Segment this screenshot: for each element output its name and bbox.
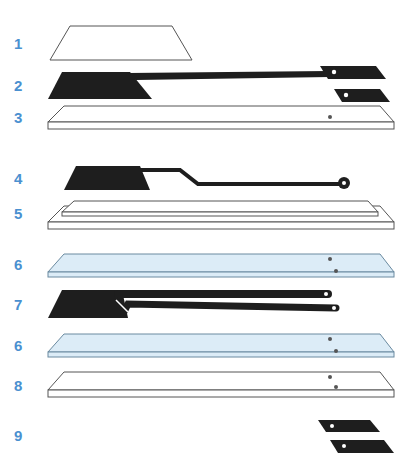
- callout-number: 4: [14, 171, 22, 186]
- dielectric-slab: [48, 254, 394, 277]
- callout-number: 5: [14, 206, 22, 221]
- spacer-slab: [48, 201, 394, 229]
- callout-number: 2: [14, 78, 22, 93]
- substrate-slab: [48, 372, 394, 397]
- callout-number: 8: [14, 378, 22, 393]
- callout-number: 9: [14, 428, 22, 443]
- callout-number: 6: [14, 257, 22, 272]
- callout-number: 1: [14, 36, 22, 51]
- callout-number: 6: [14, 338, 22, 353]
- contact-pads: [318, 420, 394, 453]
- cover-sheet: [50, 26, 192, 60]
- callout-number: 7: [14, 297, 22, 312]
- conductor-layer: [48, 66, 390, 102]
- conductor-layer: [48, 290, 336, 318]
- substrate-slab: [48, 106, 394, 129]
- dielectric-slab: [48, 334, 394, 357]
- callout-number: 3: [14, 110, 22, 125]
- conductor-layer: [64, 166, 350, 190]
